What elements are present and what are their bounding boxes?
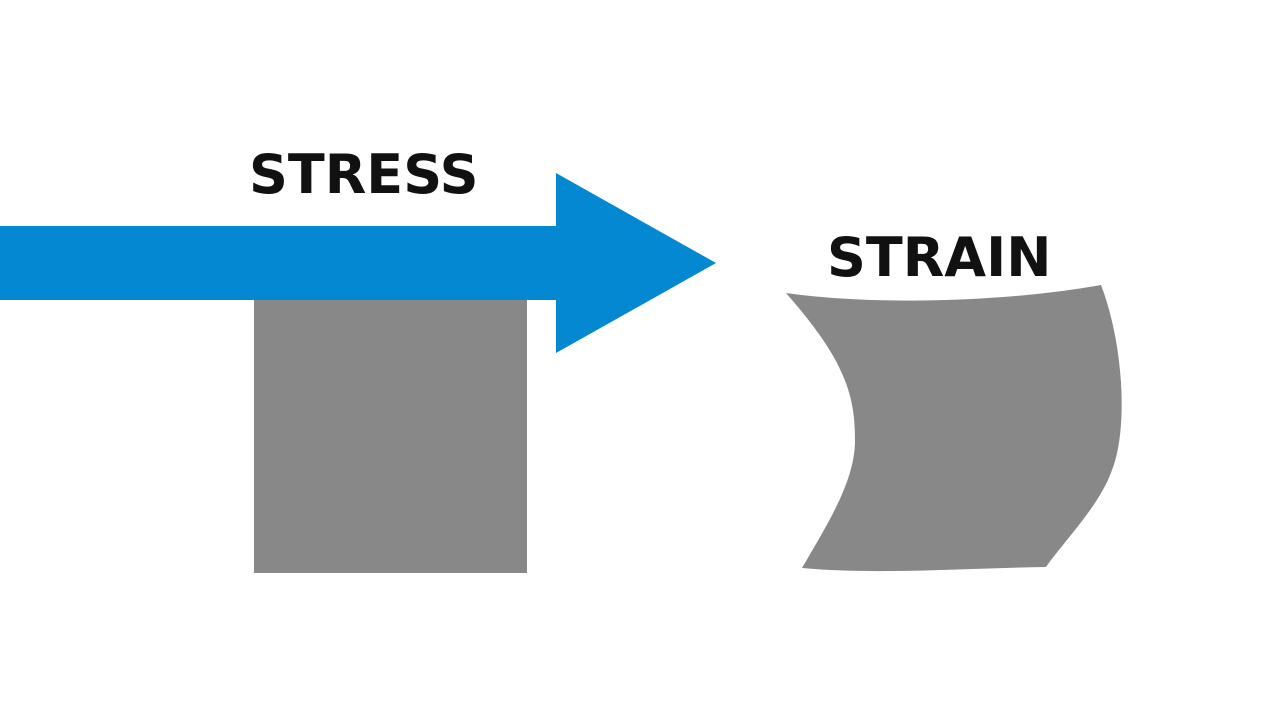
stress-label: STRESS	[249, 143, 479, 206]
undeformed-block	[254, 300, 527, 573]
strain-label: STRAIN	[827, 226, 1052, 289]
deformed-block	[786, 285, 1122, 572]
stress-arrow	[0, 173, 716, 353]
